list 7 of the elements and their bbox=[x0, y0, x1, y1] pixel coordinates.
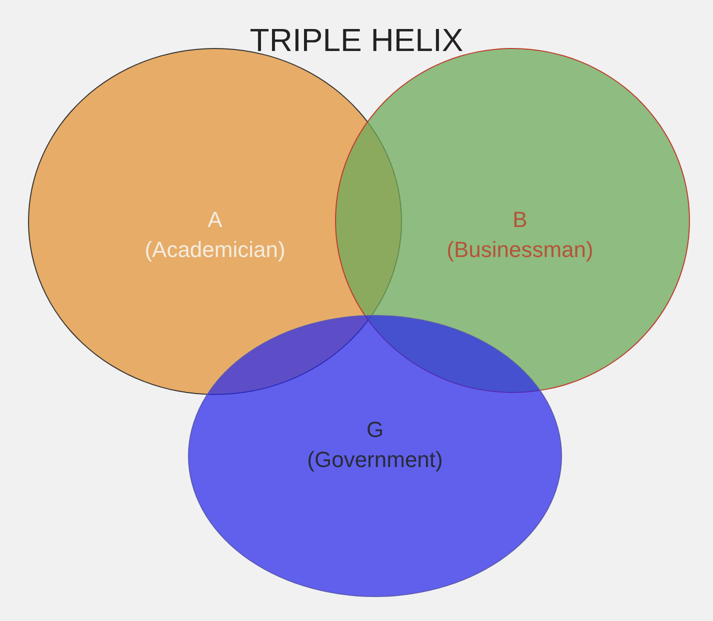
circle-label: B bbox=[512, 206, 528, 234]
circle-label: (Government) bbox=[307, 446, 443, 474]
circle-label: (Academician) bbox=[144, 236, 286, 264]
diagram-title: TRIPLE HELIX bbox=[248, 22, 464, 59]
circle-label: A bbox=[208, 206, 222, 234]
circle-label: (Businessman) bbox=[446, 236, 594, 264]
circle-label: G bbox=[366, 416, 384, 444]
